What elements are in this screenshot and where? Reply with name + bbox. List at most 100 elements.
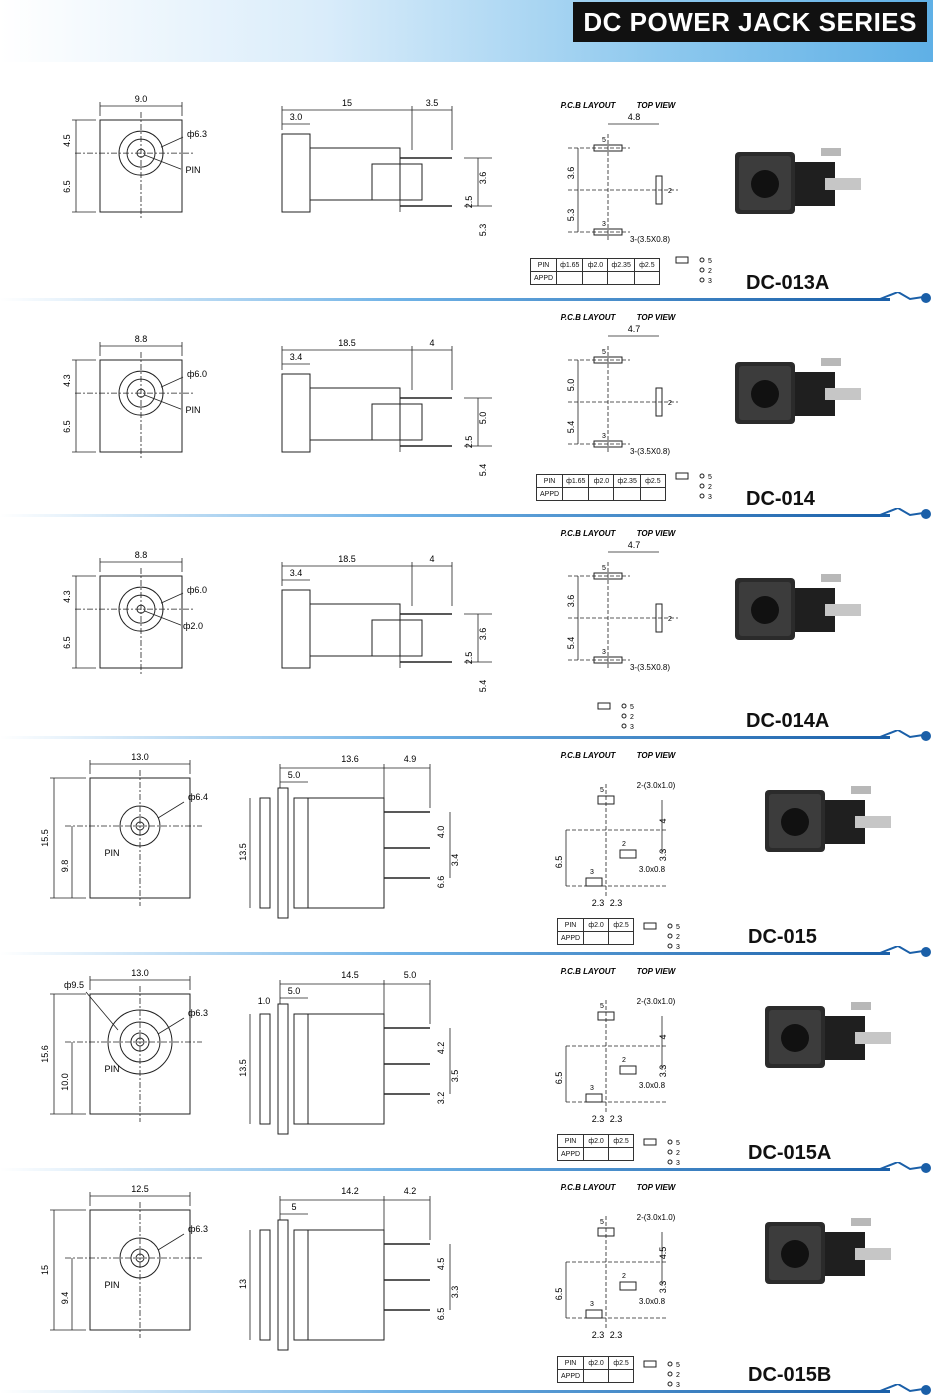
dim-vertical-2: 3.5: [450, 1070, 460, 1083]
pcb-layout-title: P.C.B LAYOUT: [561, 529, 617, 538]
terminal-label: 5: [708, 258, 712, 265]
pcb-layout-title: P.C.B LAYOUT: [561, 101, 617, 110]
dim-width: 8.8: [135, 334, 148, 344]
pcb-pad-size-upper: 2-(3.0x1.0): [637, 997, 676, 1006]
terminal-label: 3: [708, 278, 712, 285]
pcb-layout-title: P.C.B LAYOUT: [561, 1183, 617, 1192]
pad-2-label: 2: [622, 1273, 626, 1280]
dim-pin-label: PIN: [104, 1064, 119, 1074]
pcb-dim-lower: 5.4: [566, 637, 576, 650]
pin-legend: 523: [597, 702, 634, 731]
appd-cell: [633, 271, 660, 285]
pad-3: [585, 877, 603, 887]
dim-length: 13.6: [341, 754, 359, 764]
plug-icon: [643, 1138, 657, 1146]
terminal-node: [699, 267, 705, 273]
dim-height-upper: 4.5: [62, 134, 72, 147]
dim-height-lower: 6.5: [62, 180, 72, 193]
terminal-label: 3: [676, 944, 680, 951]
terminal-node: [667, 943, 673, 949]
terminal-label: 3: [708, 494, 712, 501]
pad-5-label: 5: [600, 1003, 604, 1010]
dim-flange-thickness: 3.4: [290, 568, 303, 578]
pcb-top-view-title: TOP VIEW: [637, 101, 677, 110]
pin-size-cell: ф2.5: [608, 918, 635, 932]
appd-cell: [639, 487, 666, 501]
pcb-pad-size-upper: 2-(3.0x1.0): [637, 781, 676, 790]
terminal-tab: [821, 148, 841, 156]
side-shaft: [371, 163, 423, 201]
pcb-dim-horizontal: 4.8: [628, 112, 641, 122]
appd-cell: [583, 931, 610, 945]
pin-header: PIN: [556, 918, 585, 932]
pin-size-cell: ф2.0: [582, 258, 609, 272]
dim-length: 14.2: [341, 1186, 359, 1196]
side-body: [307, 797, 385, 909]
pad-5-label: 5: [602, 137, 606, 144]
dim-flange-thickness: 3.0: [290, 112, 303, 122]
pcb-pad-size-upper: 2-(3.0x1.0): [637, 1213, 676, 1222]
terminal-node: [621, 723, 627, 729]
dim-tail: 4: [429, 554, 434, 564]
terminal-node: [667, 1381, 673, 1387]
pcb-dim-3: 6.5: [554, 1072, 564, 1085]
pcb-dim-lower: 5.3: [566, 209, 576, 222]
dim-width: 9.0: [135, 94, 148, 104]
jack-socket: [781, 1240, 809, 1268]
terminal-tab: [821, 358, 841, 366]
side-shaft: [371, 619, 423, 657]
pcb-pad-size-lower: 3.0x0.8: [639, 865, 666, 874]
jack-socket: [751, 170, 779, 198]
pcb-dim-lower: 5.4: [566, 421, 576, 434]
model-label: DC-015B: [748, 1364, 832, 1386]
side-flange-rear: [293, 797, 309, 909]
terminal-label: 2: [676, 934, 680, 941]
terminal-label: 2: [676, 1150, 680, 1157]
pcb-top-view-title: TOP VIEW: [637, 751, 677, 760]
terminal-node: [699, 493, 705, 499]
pcb-dim-2: 3.3: [658, 849, 668, 862]
side-body: [307, 1013, 385, 1125]
pcb-top-view-title: TOP VIEW: [637, 313, 677, 322]
pcb-dim-upper: 3.6: [566, 595, 576, 608]
dim-vertical-1: 4.0: [436, 826, 446, 839]
dim-height-lower: 6.5: [62, 420, 72, 433]
pin-legend: 523: [643, 1360, 680, 1389]
appd-header: APPD: [556, 1147, 585, 1161]
dim-flange-offset: 5.0: [288, 986, 301, 996]
terminal-node: [667, 1159, 673, 1165]
terminal-tab: [825, 388, 861, 400]
side-body: [309, 387, 401, 441]
section-divider: [0, 1162, 931, 1173]
terminal-tab: [855, 816, 891, 828]
plug-icon: [643, 922, 657, 930]
pad-5-label: 5: [600, 1219, 604, 1226]
dim-vertical-3: 5.4: [478, 680, 488, 693]
appd-header: APPD: [535, 487, 564, 501]
side-flange-mid: [277, 1219, 289, 1351]
dim-vertical-2: 2.5: [464, 436, 474, 449]
side-flange-front: [259, 1229, 271, 1341]
pin-size-cell: ф2.0: [583, 918, 610, 932]
dim-width: 13.0: [131, 752, 149, 762]
model-label: DC-014A: [746, 710, 830, 732]
appd-cell: [556, 271, 584, 285]
pcb-dim-horizontal: 4.7: [628, 540, 641, 550]
pin-size-cell: ф1.65: [556, 258, 584, 272]
pcb-dim-3: 6.5: [554, 1288, 564, 1301]
model-label: DC-015A: [748, 1142, 832, 1164]
pin-legend: 523: [675, 472, 712, 501]
dim-vertical-2: 2.5: [464, 196, 474, 209]
pin-size-cell: ф2.35: [613, 474, 641, 488]
